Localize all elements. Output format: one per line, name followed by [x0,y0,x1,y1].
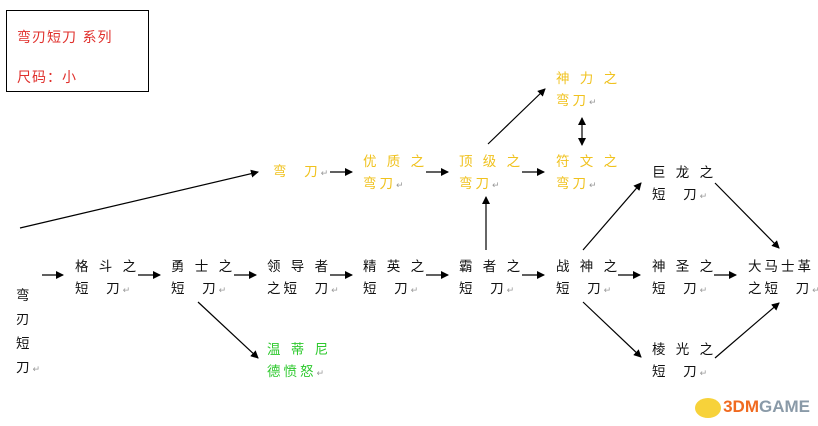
arrow [582,301,642,358]
legend-title: 弯刃短刀 系列 [17,30,113,46]
node-fuwen: 符 文 之弯刀 [556,151,620,197]
node-damashige: 大马士革之短 刀 [748,256,818,302]
node-gedou: 格 斗 之短 刀 [75,256,139,302]
watermark-brand-b: GAME [759,397,810,417]
legend-size: 尺码：小 [17,70,77,86]
watermark-brand-a: 3DM [723,397,759,417]
arrow [487,88,546,145]
node-dingji: 顶 级 之弯刀 [459,151,523,197]
arrow [19,169,259,229]
mascot-icon [695,398,722,418]
legend-box: 弯刃短刀 系列 尺码：小 [6,10,149,92]
node-wendini: 温 蒂 尼德愤怒 [267,339,331,385]
node-lengguang: 棱 光 之短 刀 [652,339,716,385]
arrow [582,182,642,251]
arrow [197,301,259,359]
node-lingdao: 领 导 者之短 刀 [267,256,339,302]
node-julong: 巨 龙 之短 刀 [652,162,716,208]
arrow [714,302,780,359]
arrow [714,182,780,249]
node-bazhe: 霸 者 之短 刀 [459,256,523,302]
node-yongshi: 勇 士 之短 刀 [171,256,235,302]
node-shenli: 神 力 之弯刀 [556,68,620,114]
node-youzhi: 优 质 之弯刀 [363,151,427,197]
node-zhanshen: 战 神 之短 刀 [556,256,620,302]
watermark-logo: 3DMGAME [695,397,810,418]
node-jingying: 精 英 之短 刀 [363,256,427,302]
node-wandao: 弯 刀 [273,161,328,185]
node-start: 弯刃短刀 [16,236,45,426]
node-shensheng: 神 圣 之短 刀 [652,256,716,302]
